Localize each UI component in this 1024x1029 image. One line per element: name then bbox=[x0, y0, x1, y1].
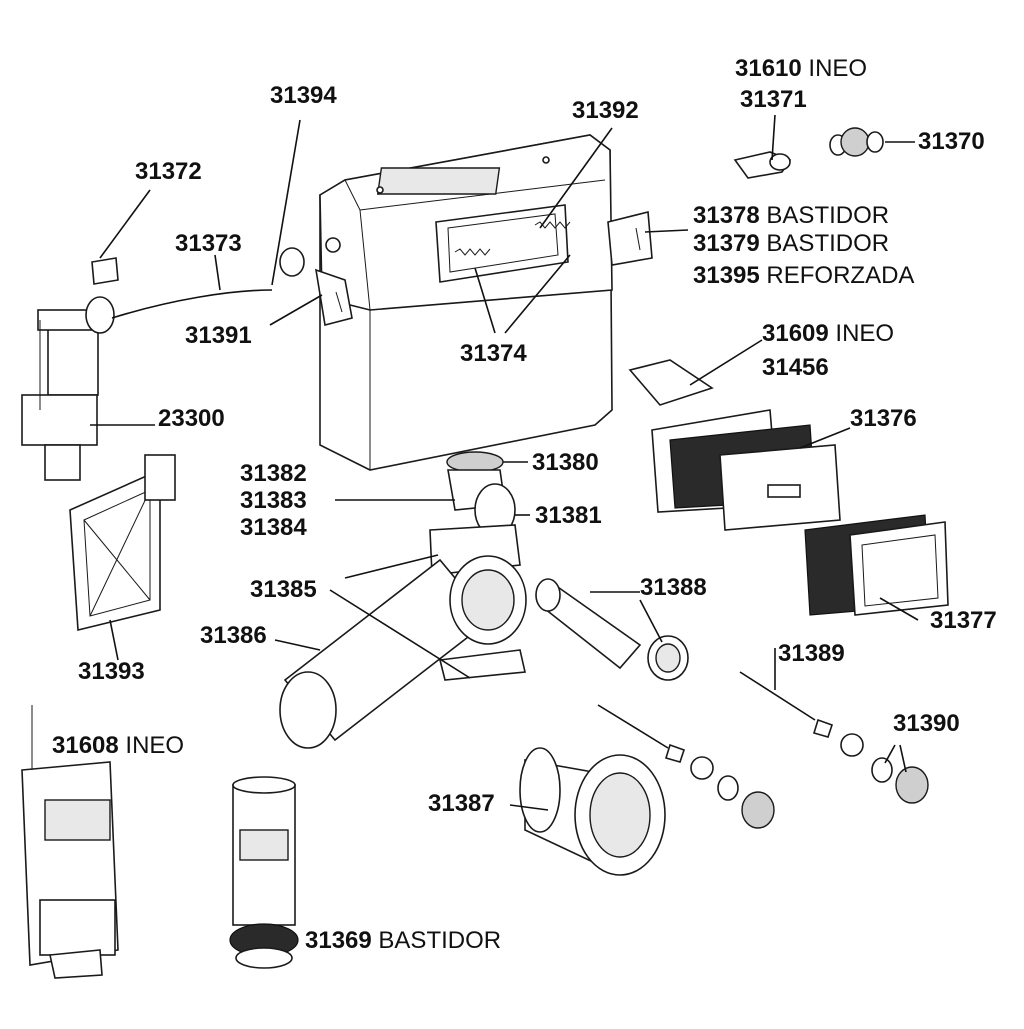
label-31378-suffix: BASTIDOR bbox=[759, 202, 890, 229]
label-31382-number: 31382 bbox=[240, 460, 307, 487]
label-31394: 31394 bbox=[270, 82, 337, 110]
label-31456-number: 31456 bbox=[762, 354, 829, 381]
label-31385-number: 31385 bbox=[250, 576, 317, 603]
label-31609: 31609 INEO bbox=[762, 320, 894, 348]
label-31369-number: 31369 bbox=[305, 927, 372, 954]
pipe-extension bbox=[535, 578, 689, 681]
stop-valve-parts bbox=[733, 127, 884, 179]
label-31392: 31392 bbox=[572, 97, 639, 125]
label-31384: 31384 bbox=[240, 514, 307, 542]
label-31373: 31373 bbox=[175, 230, 242, 258]
label-31380-number: 31380 bbox=[532, 449, 599, 476]
label-31390: 31390 bbox=[893, 710, 960, 738]
filter-grate bbox=[69, 454, 176, 632]
label-23300: 23300 bbox=[158, 405, 225, 433]
label-23300-number: 23300 bbox=[158, 405, 225, 432]
label-31377-number: 31377 bbox=[930, 607, 997, 634]
label-31395: 31395 REFORZADA bbox=[693, 262, 914, 290]
label-31380: 31380 bbox=[532, 449, 599, 477]
label-31385: 31385 bbox=[250, 576, 317, 604]
side-brackets bbox=[314, 210, 653, 326]
label-31608-number: 31608 bbox=[52, 732, 119, 759]
label-31391: 31391 bbox=[185, 322, 252, 350]
label-31384-number: 31384 bbox=[240, 514, 307, 541]
label-31387-number: 31387 bbox=[428, 790, 495, 817]
label-31393-number: 31393 bbox=[78, 658, 145, 685]
flush-valve-bastidor bbox=[229, 776, 299, 969]
label-31610-suffix: INEO bbox=[801, 55, 868, 82]
label-31610: 31610 INEO bbox=[735, 55, 867, 83]
label-31374: 31374 bbox=[460, 340, 527, 368]
label-31369-suffix: BASTIDOR bbox=[371, 927, 502, 954]
fixing-bolts bbox=[597, 671, 929, 829]
cistern-tank bbox=[319, 134, 613, 471]
pan-connector bbox=[519, 747, 666, 876]
label-31376-number: 31376 bbox=[850, 405, 917, 432]
hose-clip bbox=[91, 257, 119, 285]
label-31371: 31371 bbox=[740, 86, 807, 114]
plug-cap bbox=[279, 247, 305, 277]
label-31389: 31389 bbox=[778, 640, 845, 668]
label-31377: 31377 bbox=[930, 607, 997, 635]
label-31386-number: 31386 bbox=[200, 622, 267, 649]
label-31369: 31369 BASTIDOR bbox=[305, 927, 501, 955]
label-31388: 31388 bbox=[640, 574, 707, 602]
label-31376: 31376 bbox=[850, 405, 917, 433]
supply-hose bbox=[111, 289, 273, 319]
label-31382: 31382 bbox=[240, 460, 307, 488]
label-31383: 31383 bbox=[240, 487, 307, 515]
flush-plates bbox=[651, 409, 949, 616]
label-31394-number: 31394 bbox=[270, 82, 337, 109]
label-31391-number: 31391 bbox=[185, 322, 252, 349]
label-31392-number: 31392 bbox=[572, 97, 639, 124]
label-31609-number: 31609 bbox=[762, 320, 829, 347]
plate-support bbox=[628, 359, 714, 406]
label-31370: 31370 bbox=[918, 128, 985, 156]
flush-pipe-assembly bbox=[279, 555, 527, 749]
label-31395-suffix: REFORZADA bbox=[759, 262, 915, 289]
label-31372-number: 31372 bbox=[135, 158, 202, 185]
fill-valve bbox=[21, 296, 115, 481]
elbow-connectors bbox=[446, 451, 516, 537]
label-31379-number: 31379 bbox=[693, 230, 760, 257]
label-31378-number: 31378 bbox=[693, 202, 760, 229]
flush-valve-ineo bbox=[21, 705, 119, 979]
label-31379-suffix: BASTIDOR bbox=[759, 230, 890, 257]
label-31370-number: 31370 bbox=[918, 128, 985, 155]
label-31388-number: 31388 bbox=[640, 574, 707, 601]
label-31395-number: 31395 bbox=[693, 262, 760, 289]
label-31383-number: 31383 bbox=[240, 487, 307, 514]
label-31608: 31608 INEO bbox=[52, 732, 184, 760]
label-31610-number: 31610 bbox=[735, 55, 802, 82]
label-31393: 31393 bbox=[78, 658, 145, 686]
label-31608-suffix: INEO bbox=[118, 732, 185, 759]
label-31609-suffix: INEO bbox=[828, 320, 895, 347]
label-31378: 31378 BASTIDOR bbox=[693, 202, 889, 230]
label-31456: 31456 bbox=[762, 354, 829, 382]
label-31371-number: 31371 bbox=[740, 86, 807, 113]
label-31372: 31372 bbox=[135, 158, 202, 186]
label-31390-number: 31390 bbox=[893, 710, 960, 737]
label-31381: 31381 bbox=[535, 502, 602, 530]
label-31374-number: 31374 bbox=[460, 340, 527, 367]
leader-lines bbox=[90, 114, 919, 811]
label-31379: 31379 BASTIDOR bbox=[693, 230, 889, 258]
label-31381-number: 31381 bbox=[535, 502, 602, 529]
label-31389-number: 31389 bbox=[778, 640, 845, 667]
label-31386: 31386 bbox=[200, 622, 267, 650]
label-31373-number: 31373 bbox=[175, 230, 242, 257]
label-31387: 31387 bbox=[428, 790, 495, 818]
tension-springs bbox=[454, 221, 571, 256]
